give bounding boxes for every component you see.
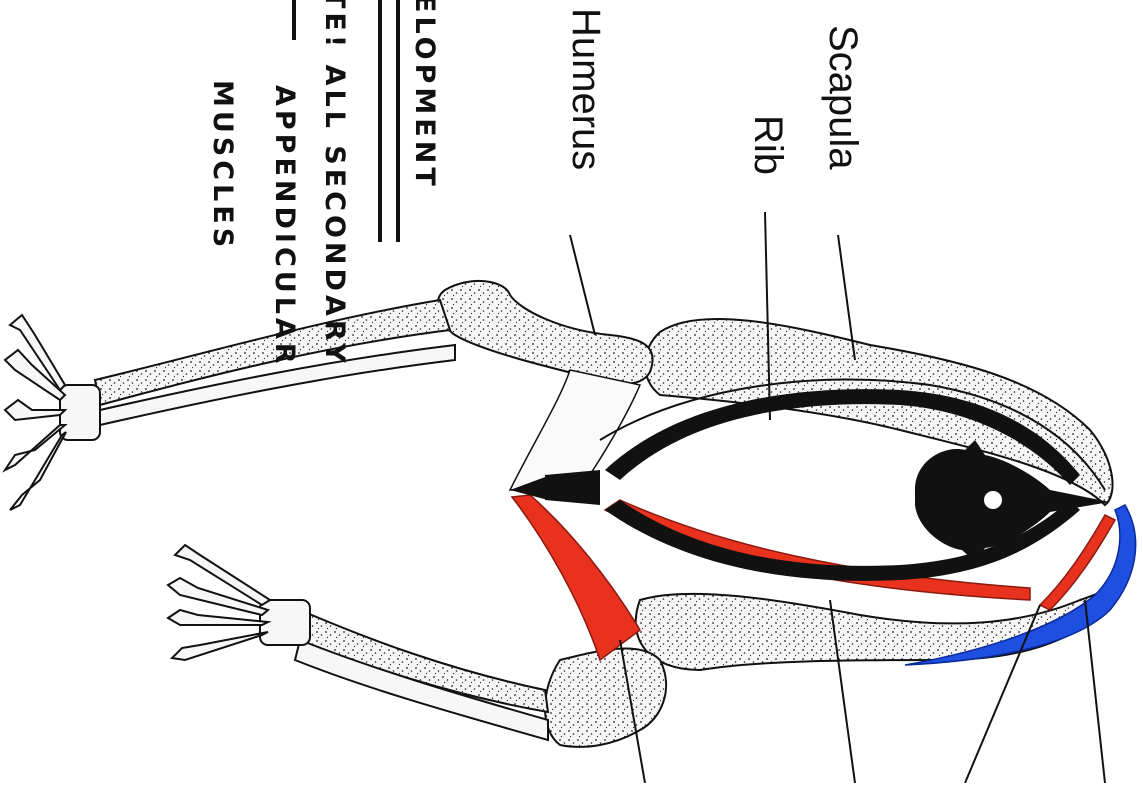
sternum (545, 470, 600, 505)
note-line-2: APPENDICULAR (269, 85, 300, 368)
humerus-lower (545, 648, 666, 746)
label-scapula: Scapula (820, 25, 865, 170)
note-line-1: TE! ALL SECONDARY (319, 0, 350, 367)
label-rib: Rib (745, 115, 790, 175)
note-heading: ELOPMENT (409, 0, 440, 190)
humerus-upper (438, 281, 653, 384)
hand-lower (168, 545, 310, 660)
vertebral-canal (984, 491, 1002, 509)
label-humerus: Humerus (563, 8, 608, 170)
hand-upper (5, 315, 100, 510)
note-line-3: MUSCLES (207, 80, 238, 251)
